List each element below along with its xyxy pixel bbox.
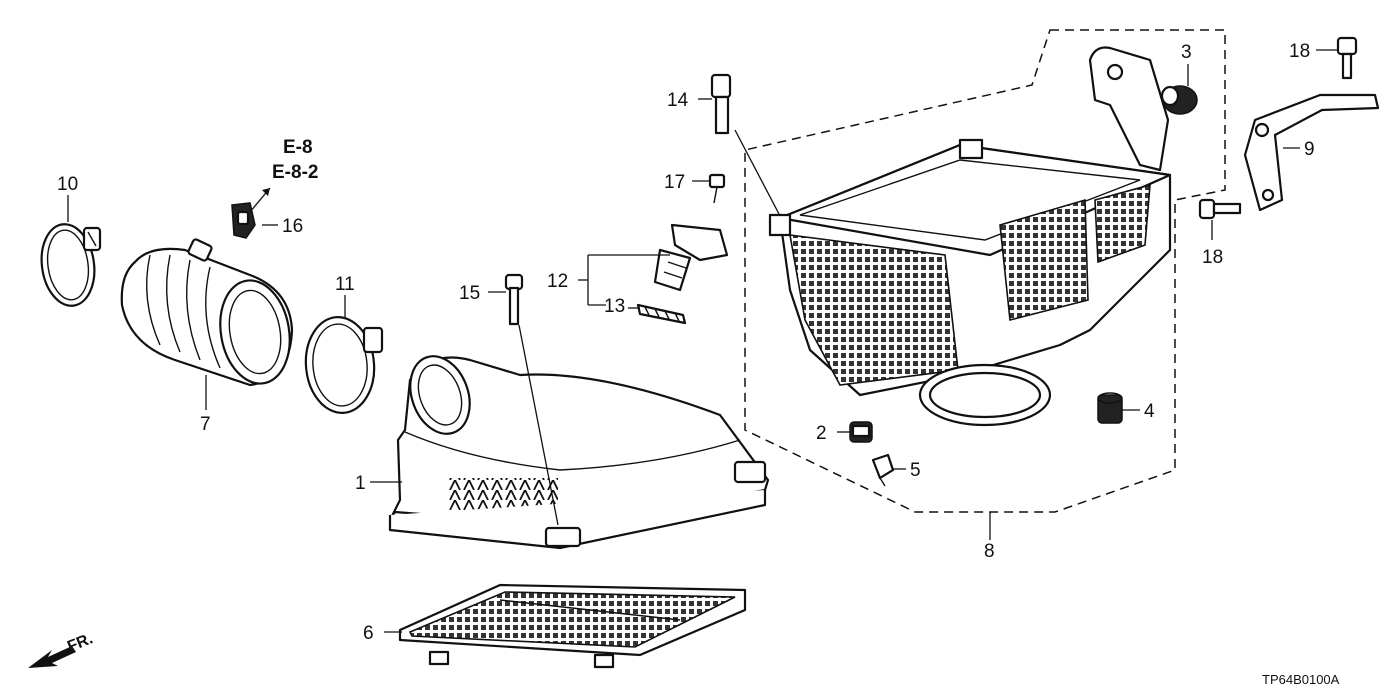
callout-13: 13	[604, 296, 625, 317]
callout-17: 17	[664, 172, 685, 193]
reference-e8: E-8	[283, 137, 313, 158]
callout-12: 12	[547, 271, 568, 292]
callout-2: 2	[816, 423, 827, 444]
callout-15: 15	[459, 283, 480, 304]
callout-16: 16	[282, 216, 303, 237]
bolt-18-side	[1198, 198, 1242, 220]
bracket-9	[1243, 93, 1380, 212]
callout-5: 5	[910, 460, 921, 481]
air-cleaner-case-8	[744, 29, 1226, 513]
front-direction-arrow: FR.	[28, 630, 95, 668]
reference-e8-2: E-8-2	[272, 162, 318, 183]
callout-10: 10	[57, 174, 78, 195]
screw-15	[504, 273, 559, 526]
callout-14: 14	[667, 90, 689, 111]
air-cleaner-cover-1	[388, 355, 770, 550]
callout-3: 3	[1181, 42, 1192, 63]
callout-7: 7	[200, 414, 211, 435]
intake-duct-7	[120, 238, 294, 387]
callout-18-top: 18	[1289, 41, 1310, 62]
screw-17	[708, 173, 726, 204]
callout-11: 11	[335, 274, 355, 295]
callout-1: 1	[355, 473, 366, 494]
bolt-18-top	[1336, 36, 1358, 80]
leader-lines	[67, 49, 1338, 633]
grommet-2	[849, 421, 873, 443]
air-filter-6	[398, 583, 747, 669]
airflow-sensor-12	[653, 223, 729, 292]
callout-6: 6	[363, 623, 374, 644]
mount-4	[1097, 392, 1123, 424]
sensor-gasket-13	[636, 303, 687, 325]
callout-18-side: 18	[1202, 247, 1223, 268]
clamp-11	[304, 315, 384, 415]
callout-4: 4	[1144, 401, 1155, 422]
diagram-code: TP64B0100A	[1262, 672, 1340, 687]
front-label: FR.	[65, 630, 95, 655]
callout-8: 8	[984, 541, 995, 562]
grommet-3	[1160, 85, 1198, 115]
bolt-14	[710, 73, 791, 236]
clip-5	[871, 453, 895, 487]
callout-9: 9	[1304, 139, 1315, 160]
clamp-10	[40, 223, 102, 307]
grommet-16	[231, 202, 256, 239]
